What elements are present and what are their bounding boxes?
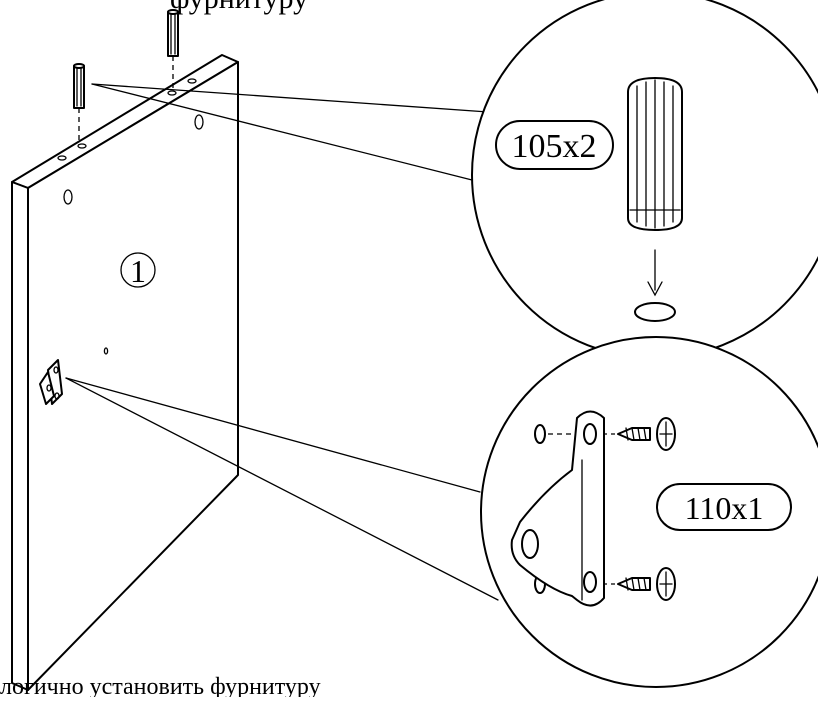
top-edge-hole (77, 143, 87, 149)
wall-hole (534, 424, 546, 444)
bottom-caption: логично установить фурнитуру (0, 674, 321, 697)
insert-arrow-head (647, 281, 663, 297)
bracket-label-pill (656, 483, 792, 531)
screw (617, 567, 676, 601)
face-hole (63, 189, 73, 205)
side-panel: 1 (11, 54, 239, 691)
bracket-hole (521, 529, 539, 559)
panel-bracket-hole (54, 392, 60, 400)
dowels (73, 9, 179, 145)
panel-bracket-hole (46, 384, 52, 392)
panel-face (27, 61, 239, 691)
top-edge-hole (187, 78, 197, 84)
top-caption: фурнитуру (170, 0, 308, 15)
face-hole (194, 114, 204, 130)
detail-circle (480, 336, 818, 688)
bracket-label: 110x1 (685, 490, 764, 526)
panel-front-edge (11, 181, 29, 691)
bracket-hole (583, 571, 597, 593)
panel-bracket-hole (53, 366, 59, 374)
target-hole (634, 302, 676, 322)
top-edge-hole (57, 155, 67, 161)
dowel-detail-circle: 105x2 (471, 0, 818, 359)
dowel-label: 105x2 (512, 128, 597, 165)
dowel-small-top (73, 63, 85, 69)
part-number-circle (120, 252, 156, 288)
dowel-small-top (167, 9, 179, 15)
mounting-bracket (510, 410, 605, 607)
bracket-detail-circle: 110x1 (480, 336, 818, 688)
top-edge-hole (167, 90, 177, 96)
screw (617, 417, 676, 451)
dowel-small (73, 65, 85, 109)
leader-lines (65, 83, 499, 601)
dowel-label-pill (495, 120, 614, 170)
face-hole (103, 347, 109, 355)
dowel-small (167, 11, 179, 57)
part-number: 1 (130, 253, 146, 289)
bracket-hole (583, 423, 597, 445)
